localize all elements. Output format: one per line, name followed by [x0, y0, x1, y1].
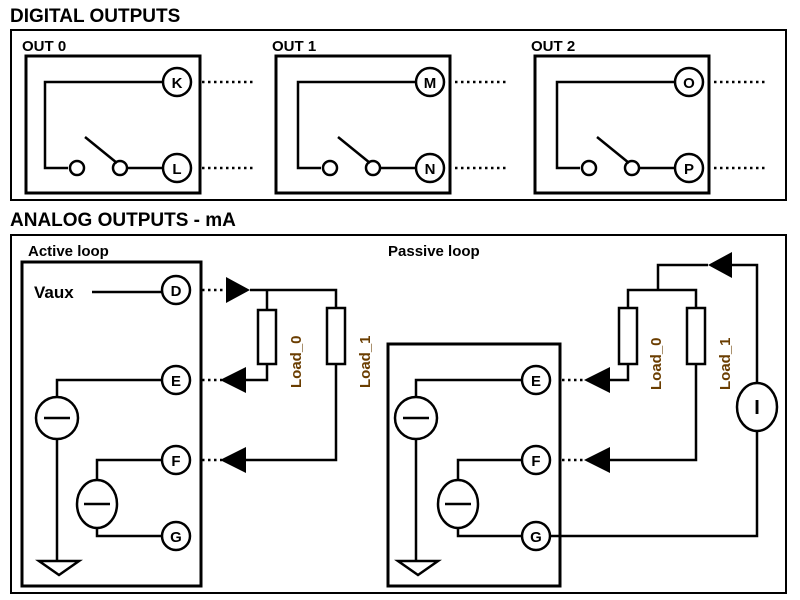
arrow-left-icon	[708, 252, 732, 278]
arrow-left-icon	[220, 447, 246, 473]
switch-contact	[364, 159, 382, 177]
load-wire	[732, 263, 759, 384]
active-loop: Active loop Vaux D E F G	[20, 243, 374, 588]
switch-contact	[111, 159, 129, 177]
vaux-label: Vaux	[34, 283, 74, 302]
active-loop-label: Active loop	[28, 243, 109, 260]
load-wire	[610, 364, 698, 462]
terminal-m	[414, 66, 446, 98]
arrow-left-icon	[584, 367, 610, 393]
switch-contact	[580, 159, 598, 177]
load-1-label: Load_1	[357, 335, 374, 388]
switch-blade	[596, 136, 630, 164]
passive-loop-label: Passive loop	[388, 243, 480, 260]
arrow-left-icon	[220, 367, 246, 393]
load-wire	[550, 430, 759, 538]
terminal-f	[520, 444, 552, 476]
analog-outputs-frame	[10, 234, 787, 594]
load-wire	[246, 364, 269, 382]
svg-text:K: K	[172, 75, 183, 92]
output-label: OUT 2	[531, 38, 575, 55]
load-wire	[250, 288, 338, 308]
load-wire	[656, 263, 708, 290]
svg-text:D: D	[171, 283, 182, 300]
internal-wire	[414, 378, 522, 397]
output-label: OUT 1	[272, 38, 316, 55]
switch-blade	[84, 136, 118, 164]
switch-contact	[68, 159, 86, 177]
passive-loop-box	[386, 342, 562, 588]
internal-wire	[95, 528, 162, 538]
terminal-k	[161, 66, 193, 98]
load-wire	[610, 364, 630, 382]
terminal-e	[520, 364, 552, 396]
digital-output-2: OUT 2 O P	[531, 38, 768, 195]
terminal-d	[160, 274, 192, 306]
svg-text:P: P	[684, 161, 694, 178]
internal-wire	[456, 458, 522, 480]
load-1-resistor	[685, 306, 707, 366]
analog-outputs-title: ANALOG OUTPUTS - mA	[10, 210, 236, 231]
load-1-resistor	[325, 306, 347, 366]
terminal-n	[414, 152, 446, 184]
relay-box	[274, 54, 452, 195]
relay-wire	[43, 80, 162, 170]
digital-outputs-frame	[10, 29, 787, 201]
terminal-g	[160, 520, 192, 552]
switch-blade	[337, 136, 371, 164]
output-label: OUT 0	[22, 38, 66, 55]
svg-text:E: E	[171, 373, 181, 390]
relay-wire	[296, 80, 415, 170]
ground-icon	[35, 559, 83, 577]
relay-box	[533, 54, 711, 195]
terminal-f	[160, 444, 192, 476]
digital-output-0: OUT 0 K L	[22, 38, 256, 195]
terminal-p	[673, 152, 705, 184]
load-wire	[626, 288, 698, 308]
load-1-label: Load_1	[717, 337, 734, 390]
terminal-o	[673, 66, 705, 98]
internal-wire	[456, 528, 522, 538]
terminal-l	[161, 152, 193, 184]
relay-box	[24, 54, 202, 195]
terminal-e	[160, 364, 192, 396]
internal-wire	[55, 378, 162, 397]
switch-contact	[623, 159, 641, 177]
load-0-label: Load_0	[288, 335, 305, 388]
passive-loop: Passive loop E F G Load_	[386, 243, 779, 588]
load-0-resistor	[256, 308, 278, 366]
digital-outputs-title: DIGITAL OUTPUTS	[10, 6, 180, 27]
relay-wire	[555, 80, 674, 170]
digital-output-1: OUT 1 M N	[272, 38, 509, 195]
svg-text:M: M	[424, 75, 437, 92]
svg-text:G: G	[530, 529, 542, 546]
load-wire	[246, 364, 338, 462]
svg-text:N: N	[425, 161, 436, 178]
svg-text:L: L	[172, 161, 181, 178]
active-loop-box	[20, 260, 203, 588]
load-0-label: Load_0	[648, 337, 665, 390]
svg-text:O: O	[683, 75, 695, 92]
svg-text:G: G	[170, 529, 182, 546]
load-0-resistor	[617, 306, 639, 366]
arrow-left-icon	[584, 447, 610, 473]
switch-contact	[321, 159, 339, 177]
arrow-right-icon	[226, 277, 250, 303]
current-source-label: I	[754, 397, 760, 419]
external-current-source-icon	[735, 381, 779, 433]
internal-wire	[95, 458, 162, 480]
svg-text:F: F	[171, 453, 180, 470]
svg-text:E: E	[531, 373, 541, 390]
svg-text:F: F	[531, 453, 540, 470]
ground-icon	[394, 559, 442, 577]
